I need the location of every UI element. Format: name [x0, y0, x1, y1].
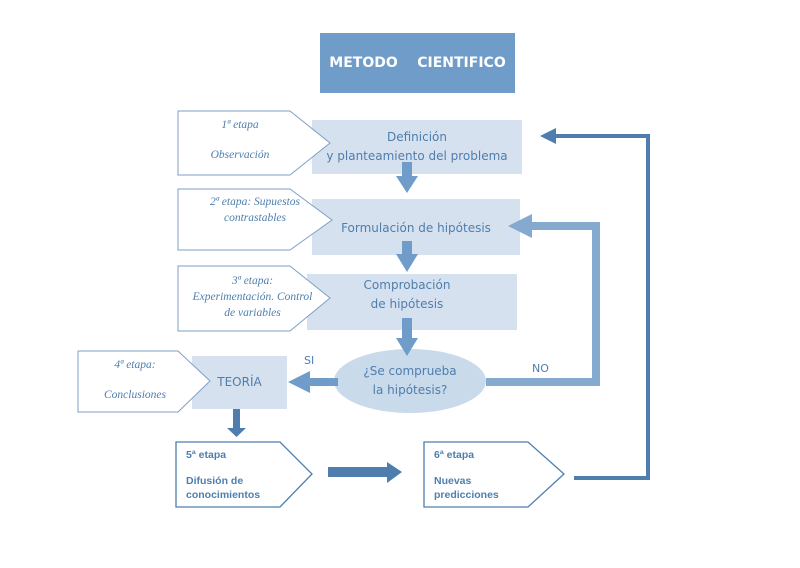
- process-box-formulacion: [312, 199, 520, 255]
- stage-title: 3ª etapa:: [231, 275, 274, 287]
- process-line: de hipótesis: [370, 297, 444, 311]
- stage-desc: conocimientos: [186, 489, 261, 501]
- process-line: Comprobación: [363, 278, 451, 292]
- stage1-label: 1ª etapa Observación: [180, 117, 300, 163]
- arrow-stage5-to-stage6: [328, 462, 402, 483]
- stage-desc: Nuevas: [434, 475, 472, 487]
- stage4-pentagon: [77, 350, 211, 413]
- stage3-pentagon: [177, 265, 331, 332]
- stage5-pentagon: [175, 441, 313, 508]
- process-text-comprobacion: Comprobación de hipótesis: [307, 272, 507, 318]
- stage4-label: 4ª etapa: Conclusiones: [80, 357, 190, 403]
- decision-text: ¿Se comprueba la hipótesis?: [340, 352, 480, 410]
- arrow-teoria-to-stage5: [227, 409, 246, 437]
- title-text: METODO CIENTIFICO: [329, 55, 506, 71]
- stage-desc: Experimentación. Control: [192, 291, 313, 303]
- arrow-si: [288, 371, 338, 393]
- arrow-down-2: [396, 241, 418, 272]
- arrow-feedback-loop: [540, 128, 650, 480]
- stage-desc: Observación: [210, 149, 270, 161]
- process-text-formulacion: Formulación de hipótesis: [312, 199, 520, 257]
- arrow-no-loop: [486, 214, 600, 386]
- stage6-pentagon: [423, 441, 565, 508]
- stage-title: 2ª etapa: Supuestos: [209, 196, 301, 208]
- process-line: TEORÍA: [217, 375, 262, 389]
- stage5-label: 5ª etapa Difusión de conocimientos: [186, 448, 296, 502]
- decision-line: ¿Se comprueba: [363, 364, 457, 378]
- stage-title: 1ª etapa: [221, 119, 259, 131]
- decision-ellipse: [334, 349, 486, 413]
- stage2-label: 2ª etapa: Supuestos contrastables: [180, 194, 330, 226]
- stage2-pentagon: [177, 188, 333, 251]
- arrow-down-3: [396, 318, 418, 356]
- decision-line: la hipótesis?: [372, 383, 448, 397]
- stage-title: 5ª etapa: [186, 449, 227, 461]
- stage1-pentagon: [177, 110, 331, 176]
- diagram-title: METODO CIENTIFICO: [320, 33, 515, 93]
- process-text-definicion: Definición y planteamiento del problema: [312, 120, 522, 174]
- stage6-label: 6ª etapa Nuevas predicciones: [434, 448, 544, 502]
- process-line: Definición: [387, 130, 447, 144]
- stage-title: 4ª etapa:: [114, 359, 156, 371]
- stage-desc: Conclusiones: [104, 389, 166, 401]
- edge-label-si: SI: [304, 354, 315, 367]
- stage3-label: 3ª etapa: Experimentación. Control de va…: [180, 273, 325, 321]
- edge-label-no: NO: [532, 362, 549, 375]
- stage-desc: Difusión de: [186, 475, 244, 487]
- process-box-definicion: [312, 120, 522, 174]
- process-line: Formulación de hipótesis: [341, 220, 491, 235]
- stage-desc: predicciones: [434, 489, 499, 501]
- stage-desc: de variables: [224, 307, 281, 319]
- arrow-down-1: [396, 162, 418, 193]
- stage-desc: contrastables: [224, 212, 286, 224]
- process-line: y planteamiento del problema: [326, 149, 508, 163]
- process-text-teoria: TEORÍA: [192, 356, 287, 409]
- stage-title: 6ª etapa: [434, 449, 475, 461]
